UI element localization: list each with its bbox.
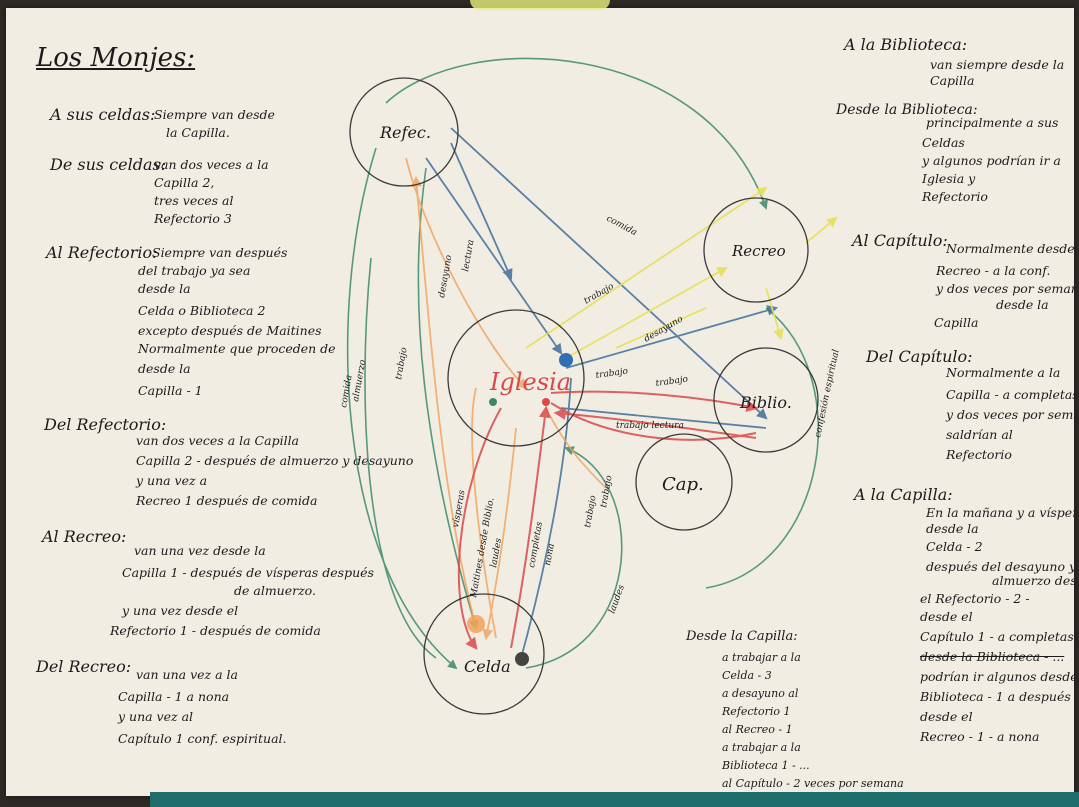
edge (766, 288, 781, 338)
node-label-refec: Refec. (379, 123, 431, 142)
node-label-recreo: Recreo (731, 242, 786, 260)
edge (386, 58, 766, 208)
edge-label: trabajo (394, 346, 410, 380)
node-label-cap: Cap. (662, 474, 704, 495)
edge-labels: comida almuerzo trabajo desayuno víspera… (339, 214, 842, 615)
light-reflection (470, 0, 610, 10)
edge (418, 168, 476, 628)
red-dot (542, 398, 550, 406)
edge-label: trabajo (655, 374, 689, 389)
edge-label: trabajo (583, 494, 599, 528)
edge (706, 308, 818, 588)
orange-dot (467, 615, 485, 633)
edge-label: trabajo (599, 474, 615, 508)
edge (348, 148, 456, 668)
green-dot (489, 398, 497, 406)
edge-label: trabajo (583, 281, 617, 306)
edge-label: trabajo lectura (616, 421, 684, 431)
edge (566, 308, 776, 368)
edge-label: lectura (461, 239, 476, 273)
edge-label: confesión espiritual (812, 348, 841, 438)
edge (451, 143, 511, 278)
node-labels: Refec. Recreo Iglesia Biblio. Cap. Celda (379, 123, 792, 676)
blue-dot (559, 353, 573, 367)
node-label-celda: Celda (464, 657, 511, 676)
edge (521, 378, 571, 658)
dark-dot (515, 652, 529, 666)
node-label-iglesia: Iglesia (489, 368, 571, 396)
cutting-mat-edge (150, 792, 1079, 807)
node-label-biblio: Biblio. (739, 393, 792, 412)
edges-orange (406, 158, 606, 638)
edge-label: laudes (607, 583, 627, 615)
edge-label: comida (605, 214, 639, 238)
edge-label: laudes (489, 537, 504, 568)
edge-label: trabajo (595, 366, 629, 381)
flow-diagram: Refec. Recreo Iglesia Biblio. Cap. Celda… (6, 8, 1074, 796)
edge (806, 218, 836, 243)
edge-label: nona (543, 543, 557, 567)
edge (526, 188, 766, 348)
paper-sheet: Los Monjes: A sus celdas: Siempre van de… (6, 8, 1074, 796)
edge (546, 408, 606, 488)
